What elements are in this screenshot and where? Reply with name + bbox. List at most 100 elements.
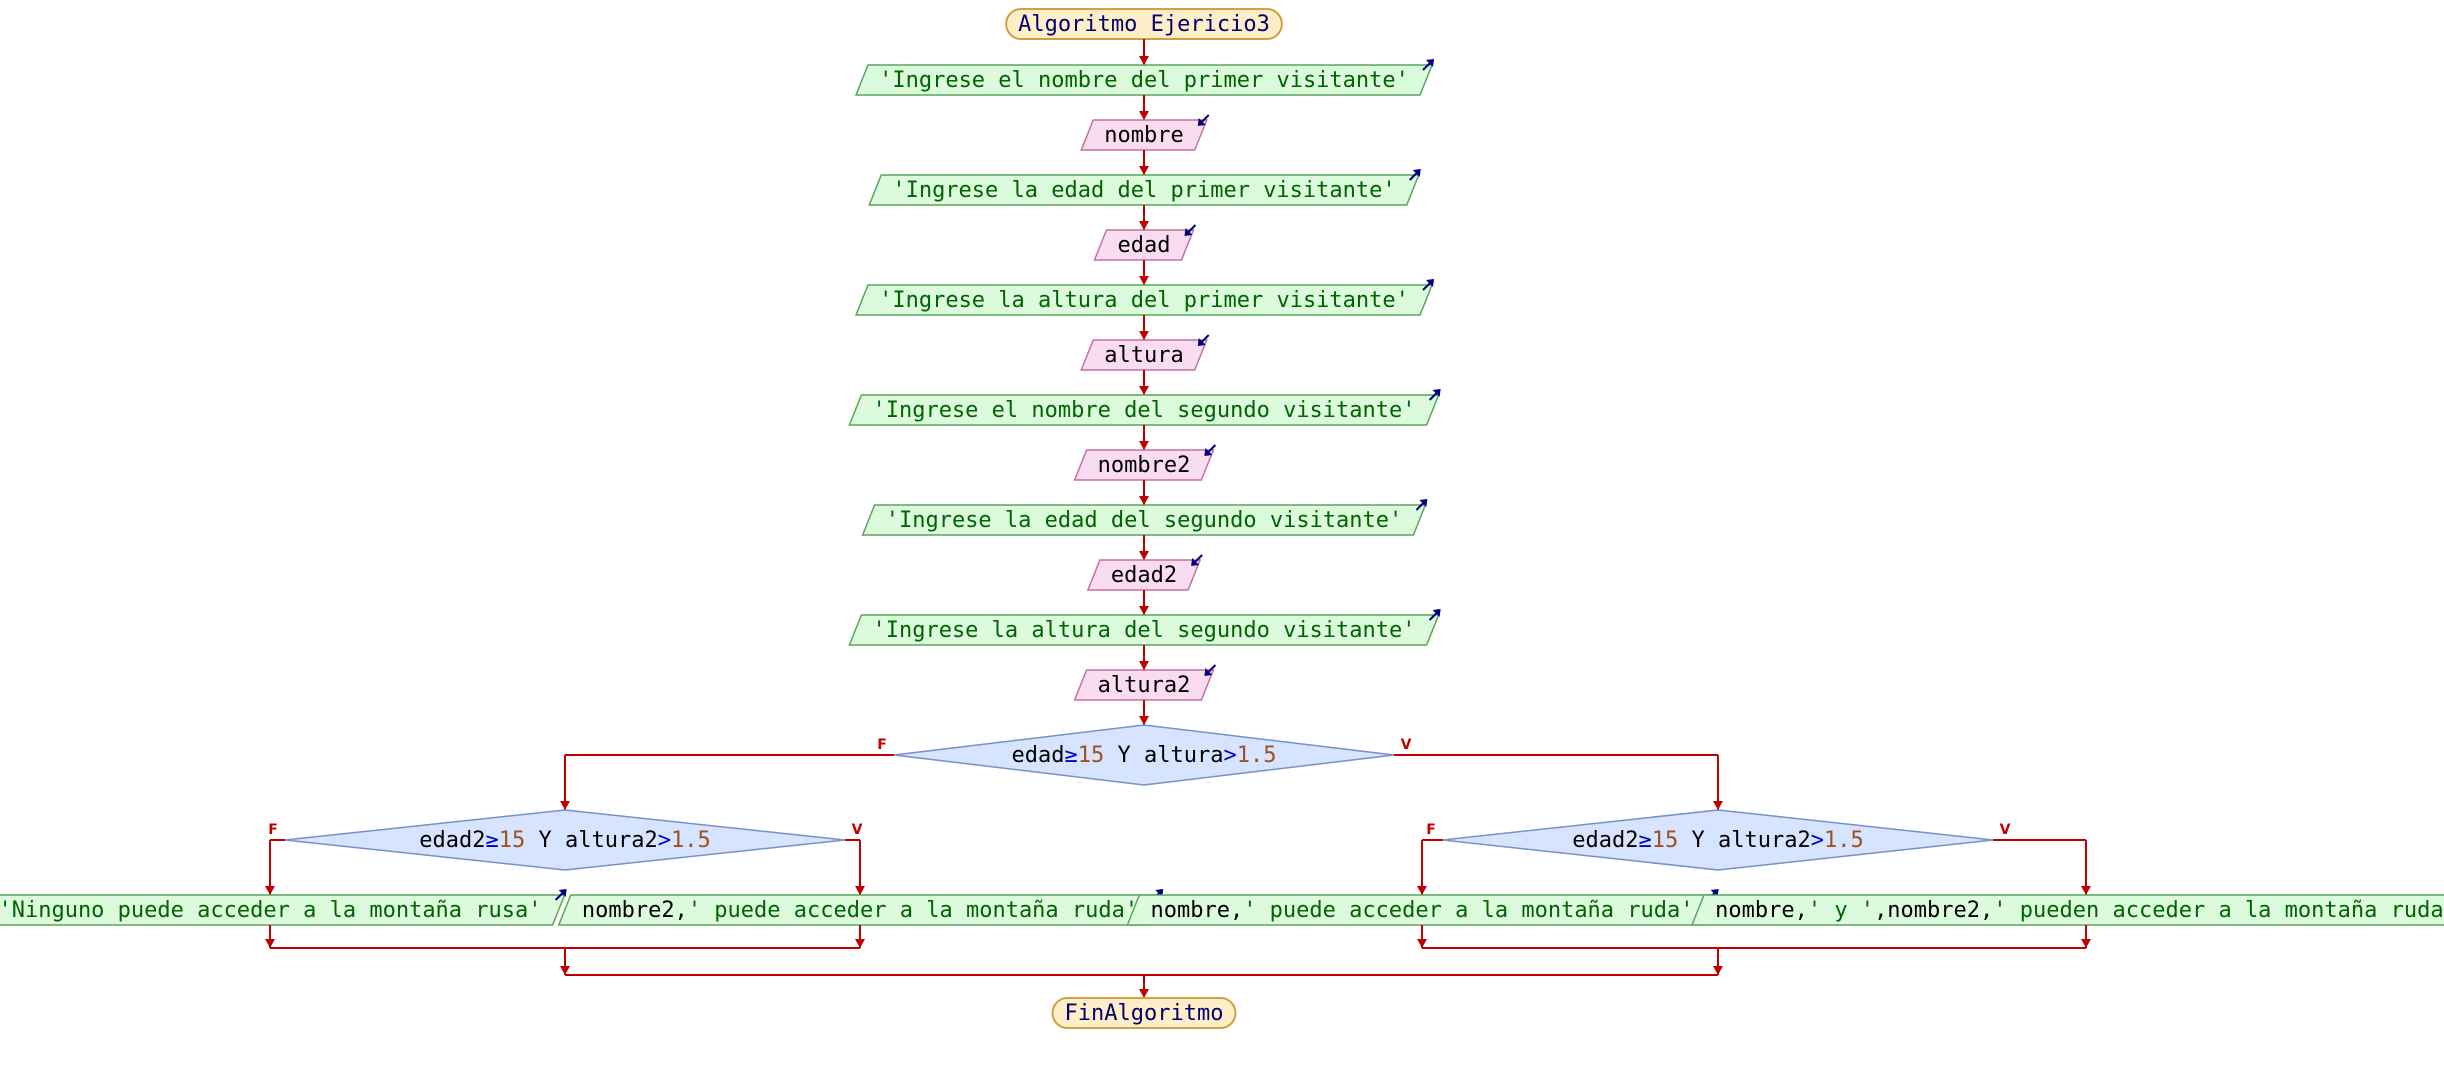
main-condition-label-part: edad (1012, 743, 1065, 768)
main-condition-label-part: > (1223, 743, 1236, 768)
left-condition-label-part: > (658, 828, 671, 853)
main-false-label: F (877, 737, 887, 753)
output-step-6-label: 'Ingrese el nombre del segundo visitante… (872, 398, 1415, 423)
left-condition-label-part: edad2 (419, 828, 485, 853)
right-condition-label-part: ≥ (1639, 828, 1652, 853)
output-step-0-label-part: 'Ingrese el nombre del primer visitante' (879, 68, 1409, 93)
input-step-5-shape (1080, 339, 1208, 371)
right-condition-label-part: Y altura2 (1678, 828, 1810, 853)
input-arrow-icon (1197, 334, 1210, 346)
output-step-10-label-part: 'Ingrese la altura del segundo visitante… (872, 618, 1415, 643)
output-step-2-label-part: 'Ingrese la edad del primer visitante' (892, 178, 1395, 203)
output-step-8-label: 'Ingrese la edad del segundo visitante' (886, 508, 1403, 533)
input-step-1-label: nombre (1104, 123, 1183, 148)
left-true-output-label-part: ' puede acceder a la montaña ruda' (688, 898, 1138, 923)
input-step-11-label: altura2 (1098, 673, 1191, 698)
right-true-output-label: nombre,' y ',nombre2,' pueden acceder a … (1715, 898, 2444, 923)
input-arrow-icon (1191, 554, 1203, 566)
main-condition-label: edad≥15 Y altura>1.5 (1012, 743, 1277, 768)
right-condition-label-part: 15 (1652, 828, 1679, 853)
input-step-5-label: altura (1104, 343, 1183, 368)
arrow-head (2081, 886, 2091, 895)
right-condition-label: edad2≥15 Y altura2>1.5 (1572, 828, 1863, 853)
input-arrow-icon (1197, 114, 1210, 126)
input-step-1-label-part: nombre (1104, 123, 1183, 148)
main-condition-label-part: Y altura (1104, 743, 1223, 768)
arrow-head (1139, 989, 1149, 998)
input-step-3-shape (1093, 229, 1195, 261)
right-condition-label-part: 1.5 (1824, 828, 1864, 853)
arrow-head (2081, 939, 2091, 948)
left-condition-label: edad2≥15 Y altura2>1.5 (419, 828, 710, 853)
output-step-0-label: 'Ingrese el nombre del primer visitante' (879, 68, 1409, 93)
left-condition-label-part: Y altura2 (525, 828, 657, 853)
arrow-head (1713, 966, 1723, 975)
arrow-head (1139, 111, 1149, 120)
start-terminal-label: Algoritmo Ejericio3 (1018, 12, 1270, 37)
output-step-2-label: 'Ingrese la edad del primer visitante' (892, 178, 1395, 203)
arrow-head (1713, 801, 1723, 810)
input-step-7-label: nombre2 (1098, 453, 1191, 478)
output-step-4-label: 'Ingrese la altura del primer visitante' (879, 288, 1409, 313)
arrow-head (560, 966, 570, 975)
arrow-head (1417, 939, 1427, 948)
input-arrow-icon (1184, 224, 1197, 236)
output-arrow-icon (1422, 59, 1434, 71)
input-step-11-shape (1073, 669, 1215, 701)
right-true-output-label-part: ,nombre2, (1874, 898, 1993, 923)
arrow-head (560, 801, 570, 810)
arrow-head (1139, 386, 1149, 395)
arrow-head (265, 886, 275, 895)
output-step-4-label-part: 'Ingrese la altura del primer visitante' (879, 288, 1409, 313)
right-false-output-label: nombre,' puede acceder a la montaña ruda… (1150, 898, 1693, 923)
arrow-head (1139, 166, 1149, 175)
left-condition-label-part: 15 (499, 828, 526, 853)
arrow-head (1139, 221, 1149, 230)
main-condition-label-part: 15 (1078, 743, 1105, 768)
output-arrow-icon (1422, 279, 1434, 291)
output-arrow-icon (1415, 499, 1428, 511)
left-true-label: V (852, 822, 863, 838)
main-condition-label-part: ≥ (1065, 743, 1078, 768)
left-condition-label-part: ≥ (486, 828, 499, 853)
arrow-head (1139, 551, 1149, 560)
output-arrow-icon (1428, 609, 1441, 621)
right-false-output-label-part: nombre, (1150, 898, 1243, 923)
arrow-head (1139, 441, 1149, 450)
left-true-output-label: nombre2,' puede acceder a la montaña rud… (582, 898, 1138, 923)
input-step-3-label: edad (1118, 233, 1171, 258)
right-true-output-shape (1690, 894, 2444, 926)
output-arrow-icon (554, 889, 567, 901)
left-false-output-label: 'Ninguno puede acceder a la montaña rusa… (0, 898, 542, 923)
arrow-head (1139, 496, 1149, 505)
arrow-head (265, 939, 275, 948)
left-false-label: F (268, 822, 278, 838)
input-step-3-label-part: edad (1118, 233, 1171, 258)
arrow-head (1139, 661, 1149, 670)
end-terminal-label: FinAlgoritmo (1065, 1001, 1224, 1026)
arrow-head (1417, 886, 1427, 895)
input-arrow-icon (1204, 444, 1217, 456)
output-arrow-icon (1409, 169, 1421, 181)
input-step-9-shape (1086, 559, 1202, 591)
input-arrow-icon (1204, 664, 1217, 676)
right-false-output-label-part: ' puede acceder a la montaña ruda' (1243, 898, 1693, 923)
right-condition-label-part: > (1811, 828, 1824, 853)
end-terminal-shape (1051, 997, 1237, 1029)
right-condition-label-part: edad2 (1572, 828, 1638, 853)
left-false-output-label-part: 'Ninguno puede acceder a la montaña rusa… (0, 898, 542, 923)
arrow-head (1139, 331, 1149, 340)
arrow-head (1139, 56, 1149, 65)
right-true-output-label-part: nombre, (1715, 898, 1808, 923)
right-true-output-label-part: ' y ' (1808, 898, 1874, 923)
input-step-7-shape (1073, 449, 1215, 481)
arrow-head (1139, 606, 1149, 615)
arrow-head (1139, 716, 1149, 725)
main-true-label: V (1401, 737, 1412, 753)
right-true-label: V (2000, 822, 2011, 838)
right-true-output-label-part: ' pueden acceder a la montaña ruda' (1993, 898, 2444, 923)
arrow-head (855, 886, 865, 895)
input-step-11-label-part: altura2 (1098, 673, 1191, 698)
main-condition-label-part: 1.5 (1237, 743, 1277, 768)
